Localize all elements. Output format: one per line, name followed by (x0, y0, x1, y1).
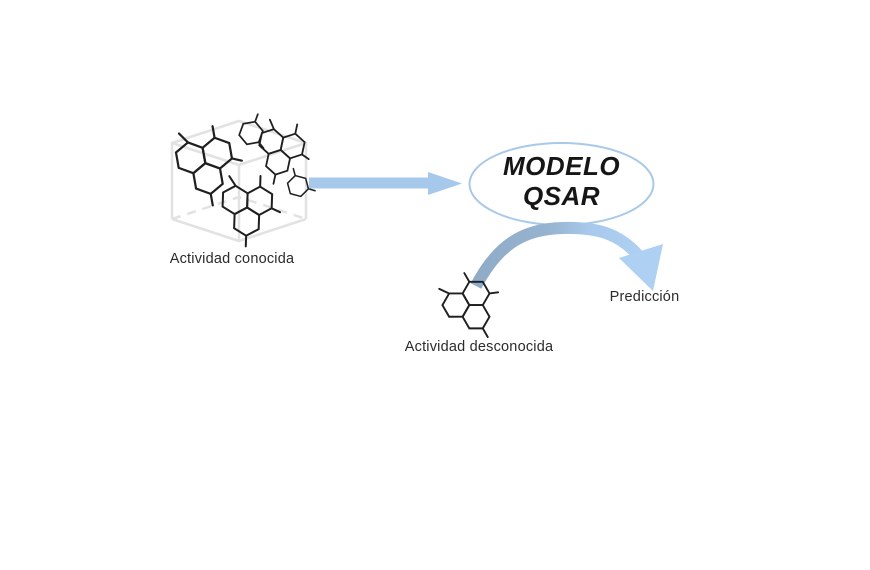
training-set-cube-icon (170, 119, 308, 243)
unknown-activity-label: Actividad desconocida (404, 339, 554, 355)
right-arrow-icon (309, 172, 462, 195)
curved-prediction-arrow-icon (470, 221, 663, 291)
known-activity-label: Actividad conocida (169, 251, 295, 267)
model-label-line2: QSAR (522, 181, 601, 211)
prediction-label: Predicción (609, 289, 680, 305)
model-label-line1: MODELO (502, 151, 621, 181)
unknown-molecule-icon (433, 262, 516, 350)
model-label: MODELO QSAR (470, 151, 653, 211)
